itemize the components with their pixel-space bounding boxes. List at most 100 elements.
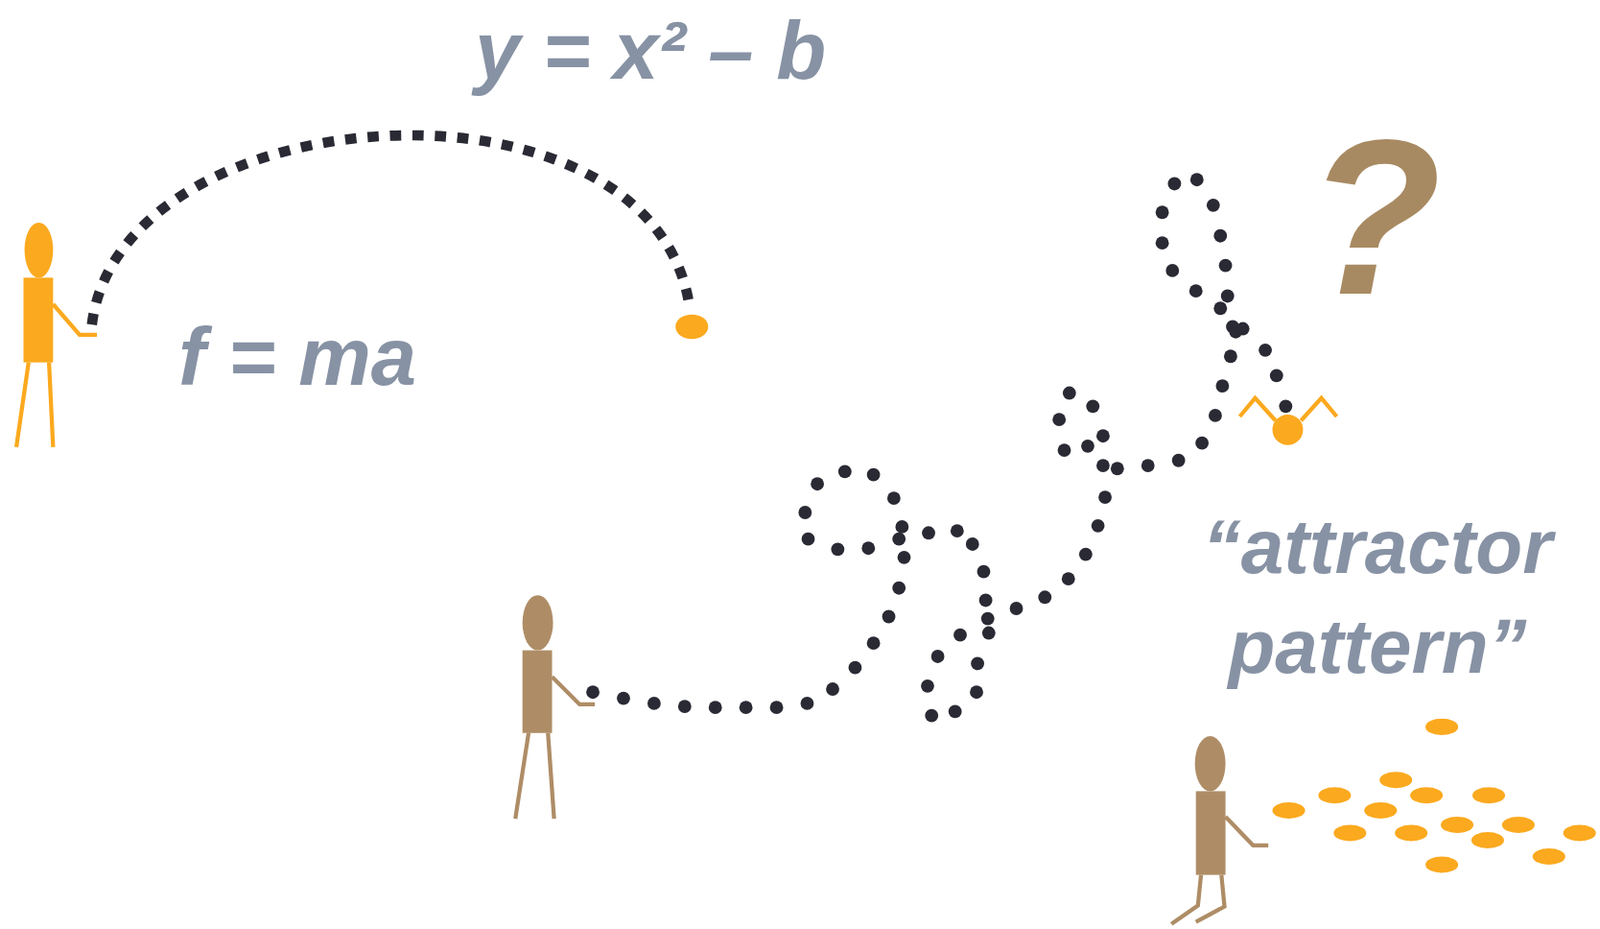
- brown-figure: [1171, 735, 1269, 924]
- ball: [1272, 414, 1304, 446]
- ball: [1425, 855, 1459, 872]
- path-dot: [1037, 589, 1052, 604]
- path-dot: [977, 564, 991, 579]
- parabola-path: [92, 135, 690, 325]
- equation-label: f = ma: [178, 311, 417, 402]
- figure-leg: [547, 732, 554, 819]
- ball: [1317, 786, 1351, 803]
- ball: [1471, 831, 1505, 848]
- question-mark: ?: [1306, 107, 1442, 329]
- ball: [1472, 786, 1506, 803]
- path-dot: [892, 532, 906, 546]
- path-dot: [982, 626, 996, 640]
- path-dot: [867, 635, 881, 650]
- bug-ball: [1239, 398, 1337, 446]
- figure-arm: [1225, 816, 1270, 846]
- path-dot: [1155, 235, 1170, 250]
- brown-figure: [515, 594, 595, 819]
- figure-body: [522, 650, 553, 733]
- path-dot: [882, 610, 896, 624]
- path-dot: [970, 657, 985, 671]
- path-dot: [1079, 547, 1093, 562]
- path-dot: [981, 611, 995, 626]
- path-dot: [861, 541, 875, 555]
- path-dot: [586, 684, 600, 699]
- ball: [1532, 847, 1566, 865]
- path-dot: [953, 628, 967, 642]
- figure-head: [1195, 735, 1226, 791]
- path-dot: [1195, 436, 1209, 450]
- path-dot: [924, 708, 939, 723]
- path-dot: [931, 649, 945, 663]
- path-dot: [770, 700, 784, 714]
- path-dot: [1189, 283, 1203, 298]
- path-dot: [1058, 443, 1072, 457]
- caption-label: “attractor pattern”: [1176, 496, 1579, 697]
- path-dot: [616, 691, 631, 706]
- path-dot: [1098, 490, 1112, 504]
- path-dot: [1270, 369, 1284, 383]
- path-dot: [1010, 601, 1024, 615]
- path-dot: [1215, 378, 1229, 393]
- bug-antenna: [1239, 398, 1275, 421]
- ball: [675, 314, 708, 340]
- path-dot: [708, 700, 723, 714]
- path-dot: [830, 541, 845, 556]
- path-dot: [1258, 343, 1272, 357]
- ball: [1394, 823, 1428, 841]
- path-dot: [1096, 428, 1110, 443]
- figure-body: [23, 277, 53, 362]
- ball: [1440, 816, 1474, 833]
- path-dot: [892, 581, 906, 595]
- path-dot: [798, 505, 812, 519]
- path-dot: [1172, 453, 1186, 468]
- path-dot: [897, 550, 912, 565]
- figure-leg: [1171, 874, 1201, 924]
- path-dot: [894, 519, 909, 534]
- figure-head: [522, 594, 554, 650]
- path-dot: [1052, 412, 1066, 426]
- ball: [1333, 823, 1366, 841]
- path-dot: [948, 705, 963, 719]
- figure-body: [1196, 790, 1226, 874]
- path-dot: [739, 700, 753, 714]
- ball: [1272, 801, 1306, 819]
- path-dot: [1091, 518, 1106, 533]
- ball: [1410, 786, 1443, 803]
- bug-antenna: [1300, 398, 1337, 421]
- path-dot: [848, 660, 863, 675]
- path-dot: [1223, 349, 1238, 363]
- path-dot: [1110, 461, 1125, 475]
- path-dot: [1221, 289, 1235, 304]
- path-dot: [1061, 571, 1076, 586]
- equation-label: y = x² – b: [474, 5, 826, 96]
- path-dot: [979, 593, 993, 608]
- path-dot: [1165, 263, 1179, 278]
- ball: [1364, 801, 1397, 819]
- path-dot: [1219, 258, 1233, 273]
- ball: [1425, 718, 1459, 735]
- path-dot: [1155, 205, 1170, 219]
- path-dot: [950, 523, 965, 538]
- figure-leg: [515, 732, 529, 819]
- path-dot: [1236, 322, 1250, 336]
- path-dot: [1141, 458, 1155, 472]
- path-dot: [1278, 399, 1293, 413]
- ball: [1379, 771, 1412, 788]
- path-dot: [678, 699, 692, 713]
- path-dot: [647, 696, 661, 710]
- ball: [1563, 823, 1597, 841]
- path-dot: [825, 682, 840, 696]
- path-dot: [1096, 458, 1110, 472]
- path-dot: [921, 525, 936, 540]
- path-dot: [1213, 229, 1227, 243]
- path-dot: [867, 468, 881, 482]
- figure-leg: [1196, 874, 1225, 922]
- path-dot: [801, 532, 816, 546]
- path-dot: [887, 491, 901, 505]
- path-dot: [1190, 172, 1204, 187]
- figure-head: [24, 222, 54, 278]
- path-dot: [1085, 399, 1100, 413]
- orange-figure: [16, 222, 97, 448]
